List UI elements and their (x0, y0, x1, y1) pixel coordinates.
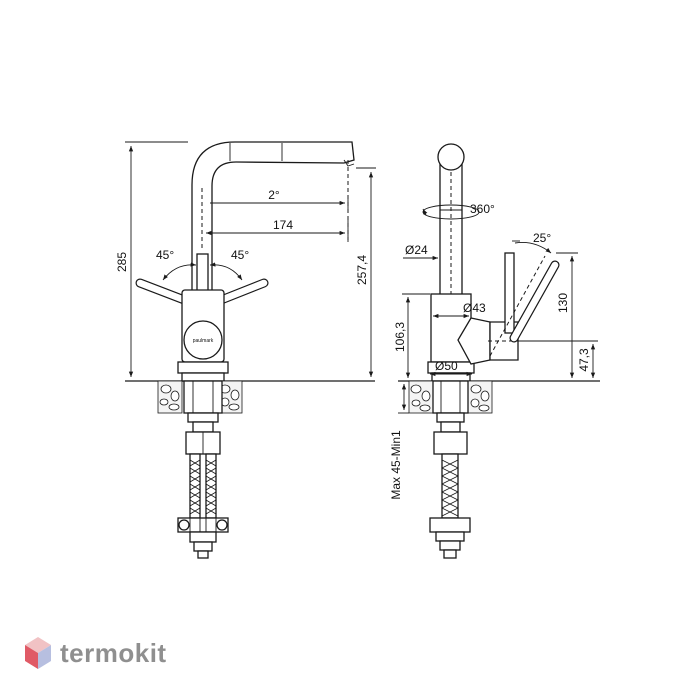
side-hose-fittings (429, 517, 471, 533)
side-thread (433, 431, 468, 455)
side-base-diameter-value: Ø50 (435, 359, 458, 373)
side-lever-angle-value: 25° (533, 231, 551, 245)
front-lever-left-arc (162, 262, 197, 281)
side-view: 360° Ø24 25° Ø43 Ø50 106,3 130 (389, 143, 600, 559)
front-tilt-value: 2° (268, 188, 280, 202)
side-lever-angle-arc (514, 242, 552, 254)
front-washer (187, 412, 219, 423)
watermark-text: termokit (60, 637, 167, 668)
side-lever-height-value: 130 (556, 293, 570, 313)
front-nut (192, 421, 214, 433)
front-hose-left (189, 453, 201, 519)
front-hose-end (189, 531, 217, 543)
side-spout-diameter-value: Ø24 (405, 243, 428, 257)
front-view: paulmark 45° 45° 285 257,4 2° 174 (115, 141, 376, 559)
front-brand-label: paulmark (193, 338, 214, 344)
front-lever-left-angle: 45° (156, 248, 174, 262)
front-body-medallion (183, 320, 223, 360)
front-lever-right-arc (209, 262, 243, 281)
front-height-value: 285 (115, 252, 129, 272)
front-lever-right-angle: 45° (231, 248, 249, 262)
front-spout-height-value: 257,4 (355, 255, 369, 285)
side-rotation-value: 360° (470, 202, 495, 216)
side-lever-axis-value: 47,3 (577, 348, 591, 372)
front-base-foot (181, 372, 225, 382)
front-hose-right (205, 453, 217, 519)
front-base-ring (177, 361, 229, 374)
side-lever-rotated-outline (489, 255, 546, 357)
watermark: termokit (24, 636, 167, 670)
front-reach-value: 174 (273, 218, 293, 232)
side-spout-head (437, 143, 465, 171)
front-spout-aerator (343, 159, 355, 167)
side-countertop-stones (408, 380, 493, 414)
side-body-diameter-value: Ø43 (463, 301, 486, 315)
termokit-logo-icon (25, 637, 51, 669)
front-shank (183, 380, 223, 414)
side-body-height-value: 106,3 (393, 322, 407, 352)
side-mount-value: Max 45-Min1 (389, 430, 403, 500)
side-lever-hub (457, 317, 491, 365)
side-shank (432, 380, 469, 414)
side-lever-upright (504, 252, 515, 334)
